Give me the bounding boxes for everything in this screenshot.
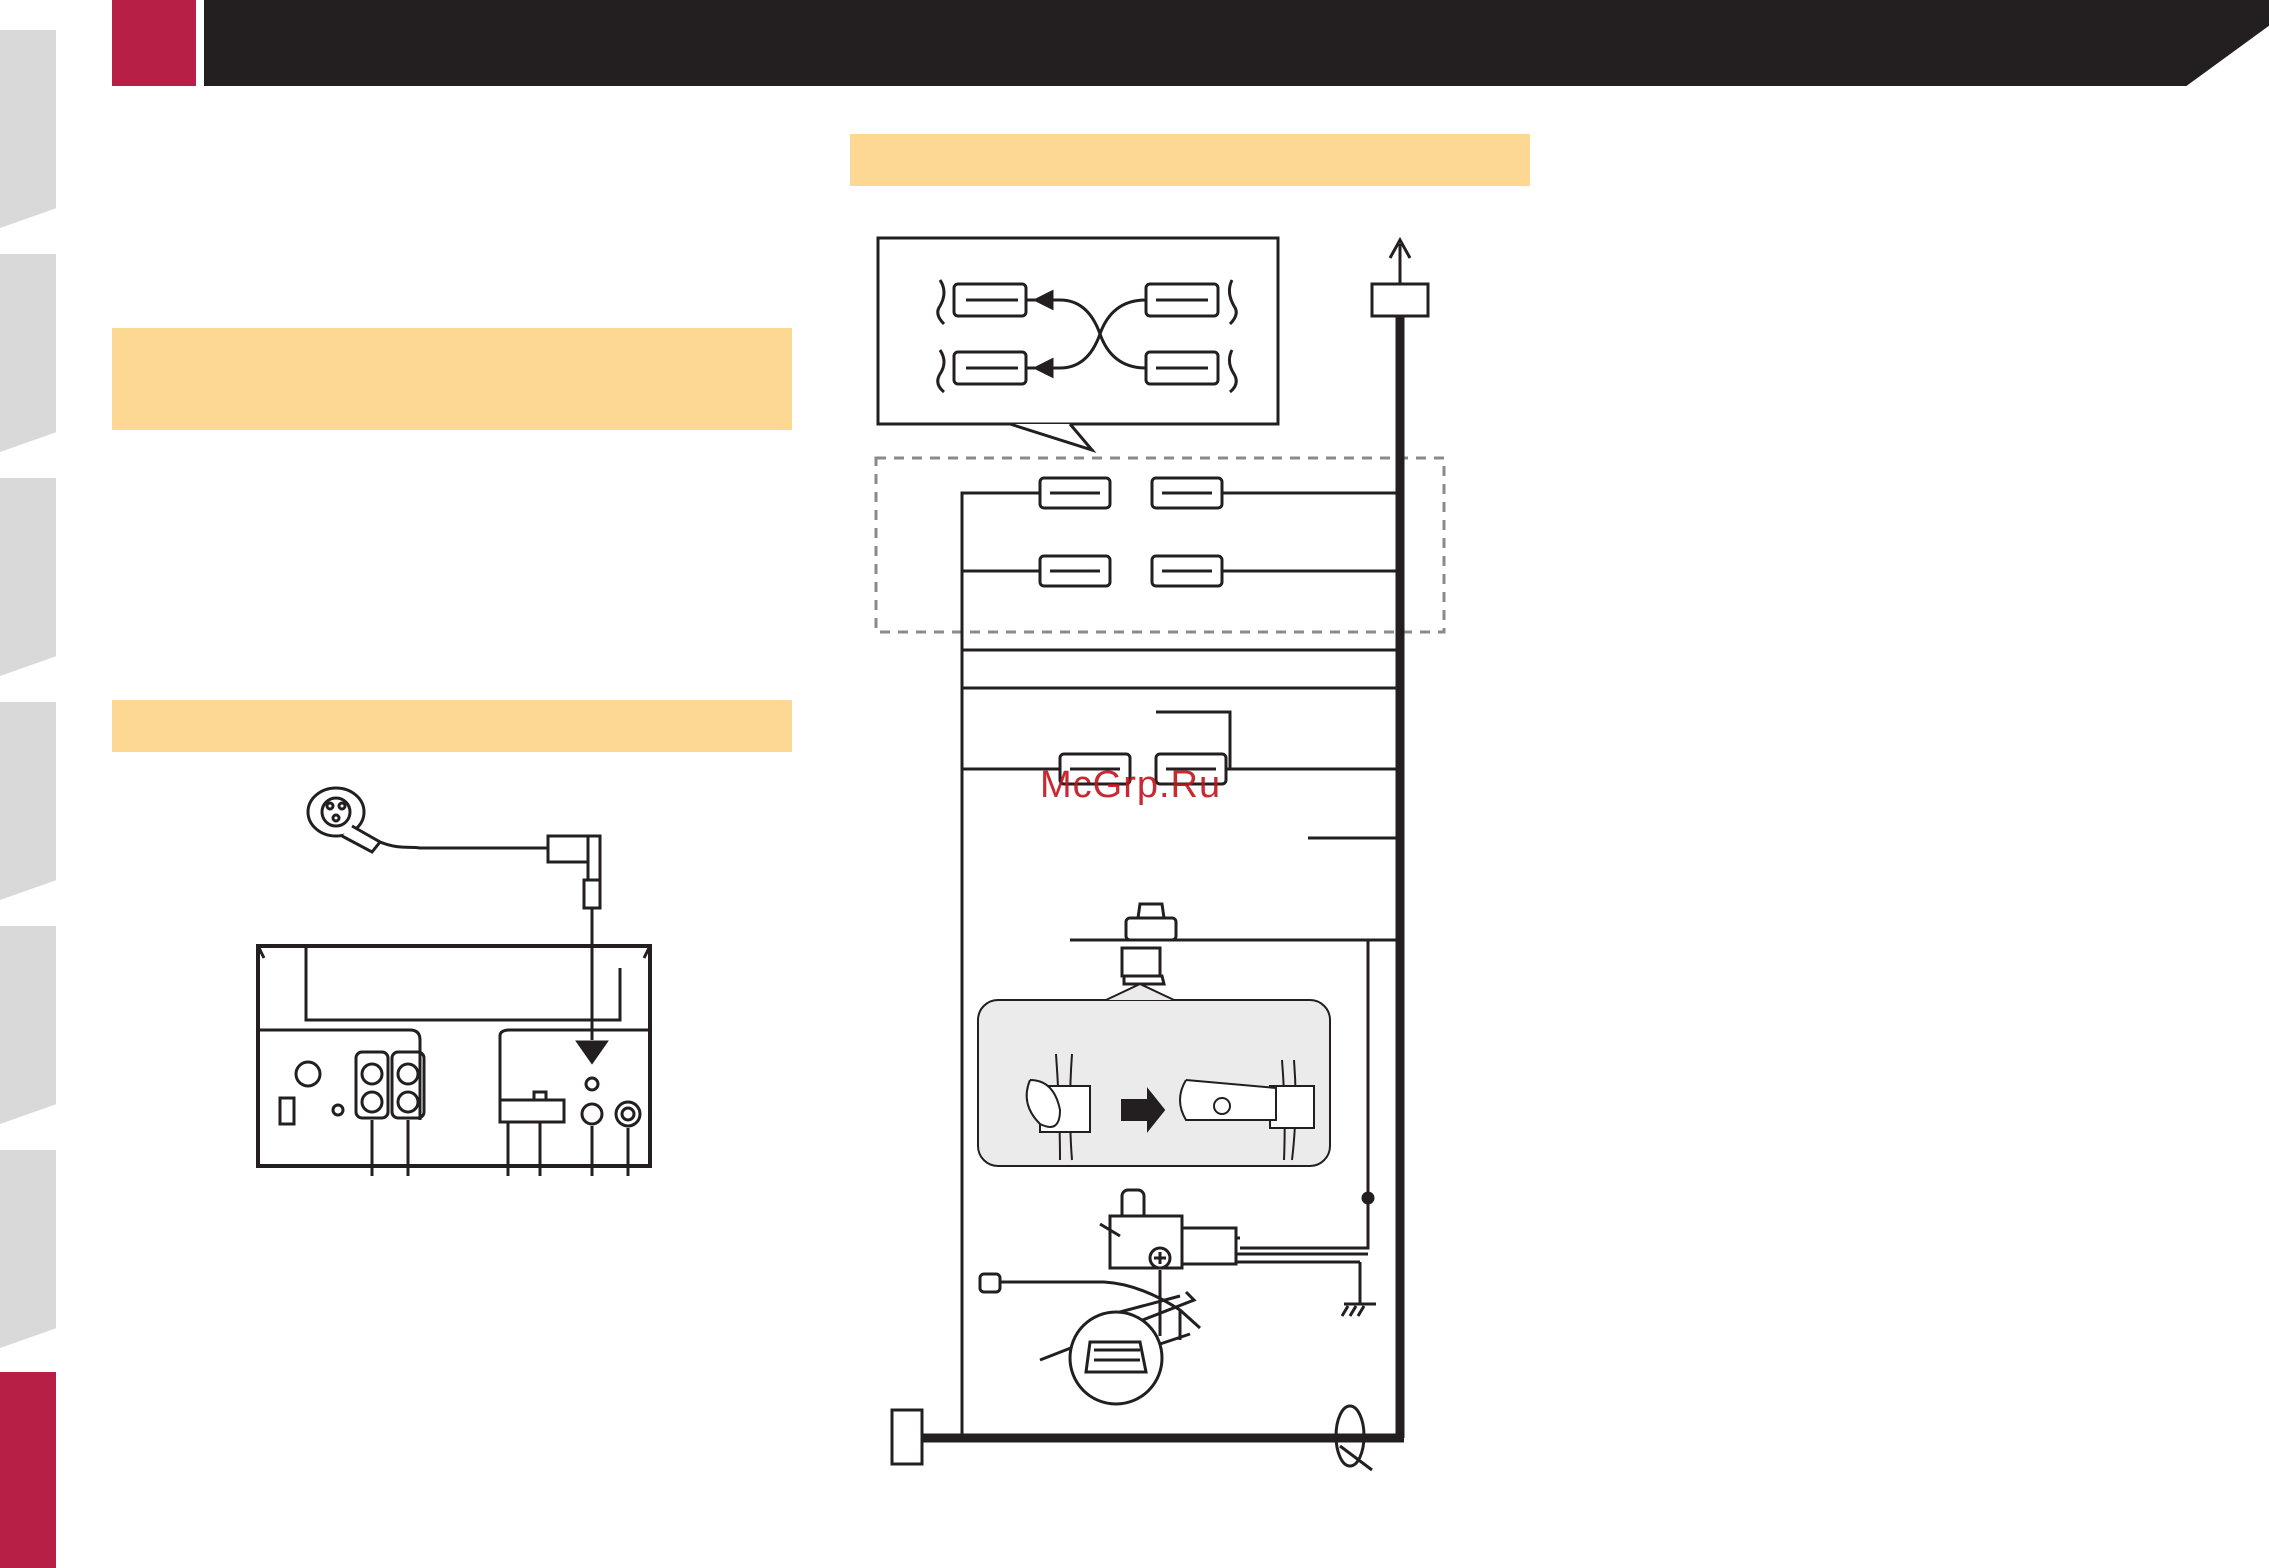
side-tab-5[interactable] — [0, 926, 56, 1124]
header-accent — [112, 0, 196, 86]
side-tab-4[interactable] — [0, 702, 56, 900]
arrow-icon — [575, 1040, 609, 1065]
plug-icon — [546, 834, 602, 1040]
side-tab-3[interactable] — [0, 478, 56, 676]
clip-detail — [1025, 1053, 1315, 1161]
clip-icon — [1120, 902, 1178, 986]
parking-brake-icon — [978, 1270, 1202, 1406]
side-tab-2[interactable] — [0, 254, 56, 452]
side-tab-6[interactable] — [0, 1150, 56, 1348]
side-tab-1[interactable] — [0, 30, 56, 228]
side-tab-7-active[interactable] — [0, 1372, 56, 1568]
rca-crossover-callout — [876, 236, 1280, 454]
rca-connectors — [960, 476, 1398, 1438]
header-bar — [204, 0, 2269, 86]
watermark: McGrp.Ru — [1040, 764, 1222, 806]
section-band-1 — [112, 328, 792, 430]
section-band-3 — [850, 134, 1530, 186]
section-band-2 — [112, 700, 792, 752]
optional-connection-box — [874, 456, 1446, 634]
main-harness — [920, 312, 1405, 1443]
microphone-icon — [306, 786, 560, 854]
parking-brake-switch — [1099, 1188, 1376, 1317]
head-unit-rear — [256, 944, 652, 1176]
